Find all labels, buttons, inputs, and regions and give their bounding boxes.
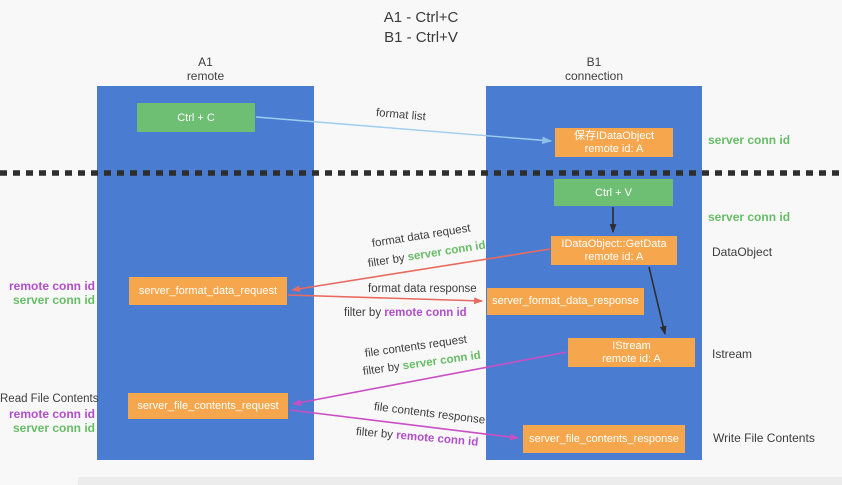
filter-by-remote-conn-id-label-1: filter by remote conn id [344, 307, 467, 319]
remote-conn-id-text: remote conn id [384, 307, 467, 319]
server-format-data-request-box: server_format_data_request [129, 277, 287, 305]
file-contents-response-label: file contents response [373, 401, 486, 427]
remote-conn-id-side-label-2: remote conn id [8, 406, 95, 421]
lifeline-header-b1: B1 connection [486, 55, 702, 83]
filter-by-text: filter by [367, 251, 409, 270]
server-conn-id-text: server conn id [406, 239, 487, 264]
read-file-contents-label: Read File Contents [0, 393, 99, 405]
istream-box: IStream remote id: A [568, 338, 695, 367]
server-file-contents-request-label: server_file_contents_request [137, 399, 279, 412]
format-data-response-arrow [287, 294, 484, 305]
save-dataobject-box: 保存IDataObject remote id: A [555, 128, 673, 157]
ctrl-c-label: Ctrl + C [177, 111, 215, 124]
lifeline-a1-role: remote [186, 69, 225, 83]
server-file-contents-response-box: server_file_contents_response [523, 425, 685, 453]
getdata-line2: remote id: A [584, 250, 644, 263]
dataobject-side-label: DataObject [712, 245, 773, 259]
server-conn-id-side-label-top: server conn id [708, 133, 791, 147]
server-file-contents-response-label: server_file_contents_response [529, 432, 679, 445]
server-conn-id-side-label-mid: server conn id [708, 210, 791, 224]
ctrl-v-label: Ctrl + V [595, 186, 632, 199]
server-conn-id-side-label-1: server conn id [12, 293, 95, 307]
title-line-1: A1 - Ctrl+C [383, 9, 459, 26]
filter-by-text: filter by [362, 360, 404, 378]
server-format-data-request-label: server_format_data_request [138, 284, 278, 297]
getdata-line1: IDataObject::GetData [561, 237, 667, 250]
format-data-response-label: format data response [368, 283, 477, 295]
istream-line2: remote id: A [602, 352, 661, 365]
istream-side-label: Istream [712, 347, 753, 361]
filter-by-remote-conn-id-label-2: filter by remote conn id [355, 426, 478, 449]
format-list-label: format list [375, 107, 427, 124]
server-format-data-response-box: server_format_data_response [487, 288, 644, 315]
ctrl-v-box: Ctrl + V [554, 179, 673, 206]
remote-conn-id-side-label-1: remote conn id [8, 279, 95, 293]
getdata-box: IDataObject::GetData remote id: A [551, 236, 677, 265]
lifeline-header-a1: A1 remote [97, 55, 314, 83]
write-file-contents-label: Write File Contents [713, 431, 815, 445]
left-conn-id-group-2: Read File Contents remote conn id server… [0, 392, 99, 436]
lifeline-b1-name: B1 [586, 55, 602, 69]
remote-conn-id-text: remote conn id [395, 429, 479, 449]
left-conn-id-group-1: remote conn id server conn id [0, 279, 95, 307]
save-dataobject-line1: 保存IDataObject [573, 129, 655, 142]
bottom-scroll-strip [78, 477, 842, 485]
diagram-title: A1 - Ctrl+C B1 - Ctrl+V [0, 8, 842, 48]
server-file-contents-request-box: server_file_contents_request [128, 393, 288, 419]
filter-by-text: filter by [344, 307, 385, 319]
save-dataobject-line2: remote id: A [584, 142, 644, 155]
filter-by-text: filter by [355, 426, 397, 442]
server-conn-id-side-label-2: server conn id [12, 421, 95, 435]
ctrl-c-box: Ctrl + C [137, 103, 255, 132]
lifeline-b1-role: connection [564, 69, 624, 83]
title-line-2: B1 - Ctrl+V [384, 29, 458, 46]
server-format-data-response-label: server_format_data_response [492, 295, 639, 307]
istream-line1: IStream [612, 339, 651, 352]
lifeline-a1-name: A1 [198, 55, 213, 69]
